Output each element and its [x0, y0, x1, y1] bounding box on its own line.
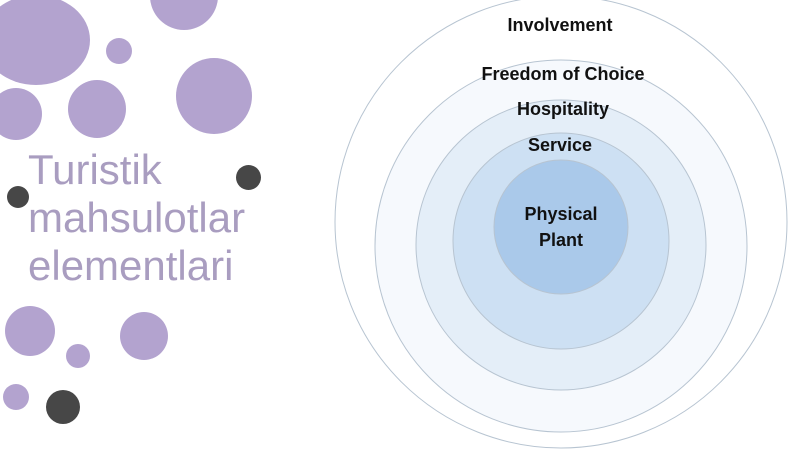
- ring-label-service: Service: [527, 135, 593, 155]
- decor-dot: [5, 306, 55, 356]
- decor-dot: [176, 58, 252, 134]
- decor-dot-dark: [46, 390, 80, 424]
- slide-title: Turistik mahsulotlar elementlari: [28, 146, 245, 290]
- decor-dot: [0, 88, 42, 140]
- decor-dot-dark: [236, 165, 261, 190]
- decor-dot: [66, 344, 90, 368]
- decor-dot-dark: [7, 186, 29, 208]
- decor-dot: [0, 0, 90, 85]
- decor-dot: [3, 384, 29, 410]
- slide-title-line: mahsulotlar: [28, 194, 246, 241]
- ring-label-involvement: Involvement: [507, 15, 613, 35]
- core-label-line: Physical: [524, 204, 598, 224]
- decor-dot: [106, 38, 132, 64]
- core-label-line: Plant: [538, 230, 584, 250]
- slide-title-line: Turistik: [28, 146, 162, 193]
- ring-physical-plant: [493, 159, 629, 295]
- ring-label-freedom-of-choice: Freedom of Choice: [481, 64, 645, 84]
- decor-dot: [68, 80, 126, 138]
- ring-label-physical-plant: Physical Plant: [524, 201, 597, 253]
- ring-label-hospitality: Hospitality: [516, 99, 610, 119]
- decor-dot: [120, 312, 168, 360]
- slide-title-line: elementlari: [28, 242, 234, 289]
